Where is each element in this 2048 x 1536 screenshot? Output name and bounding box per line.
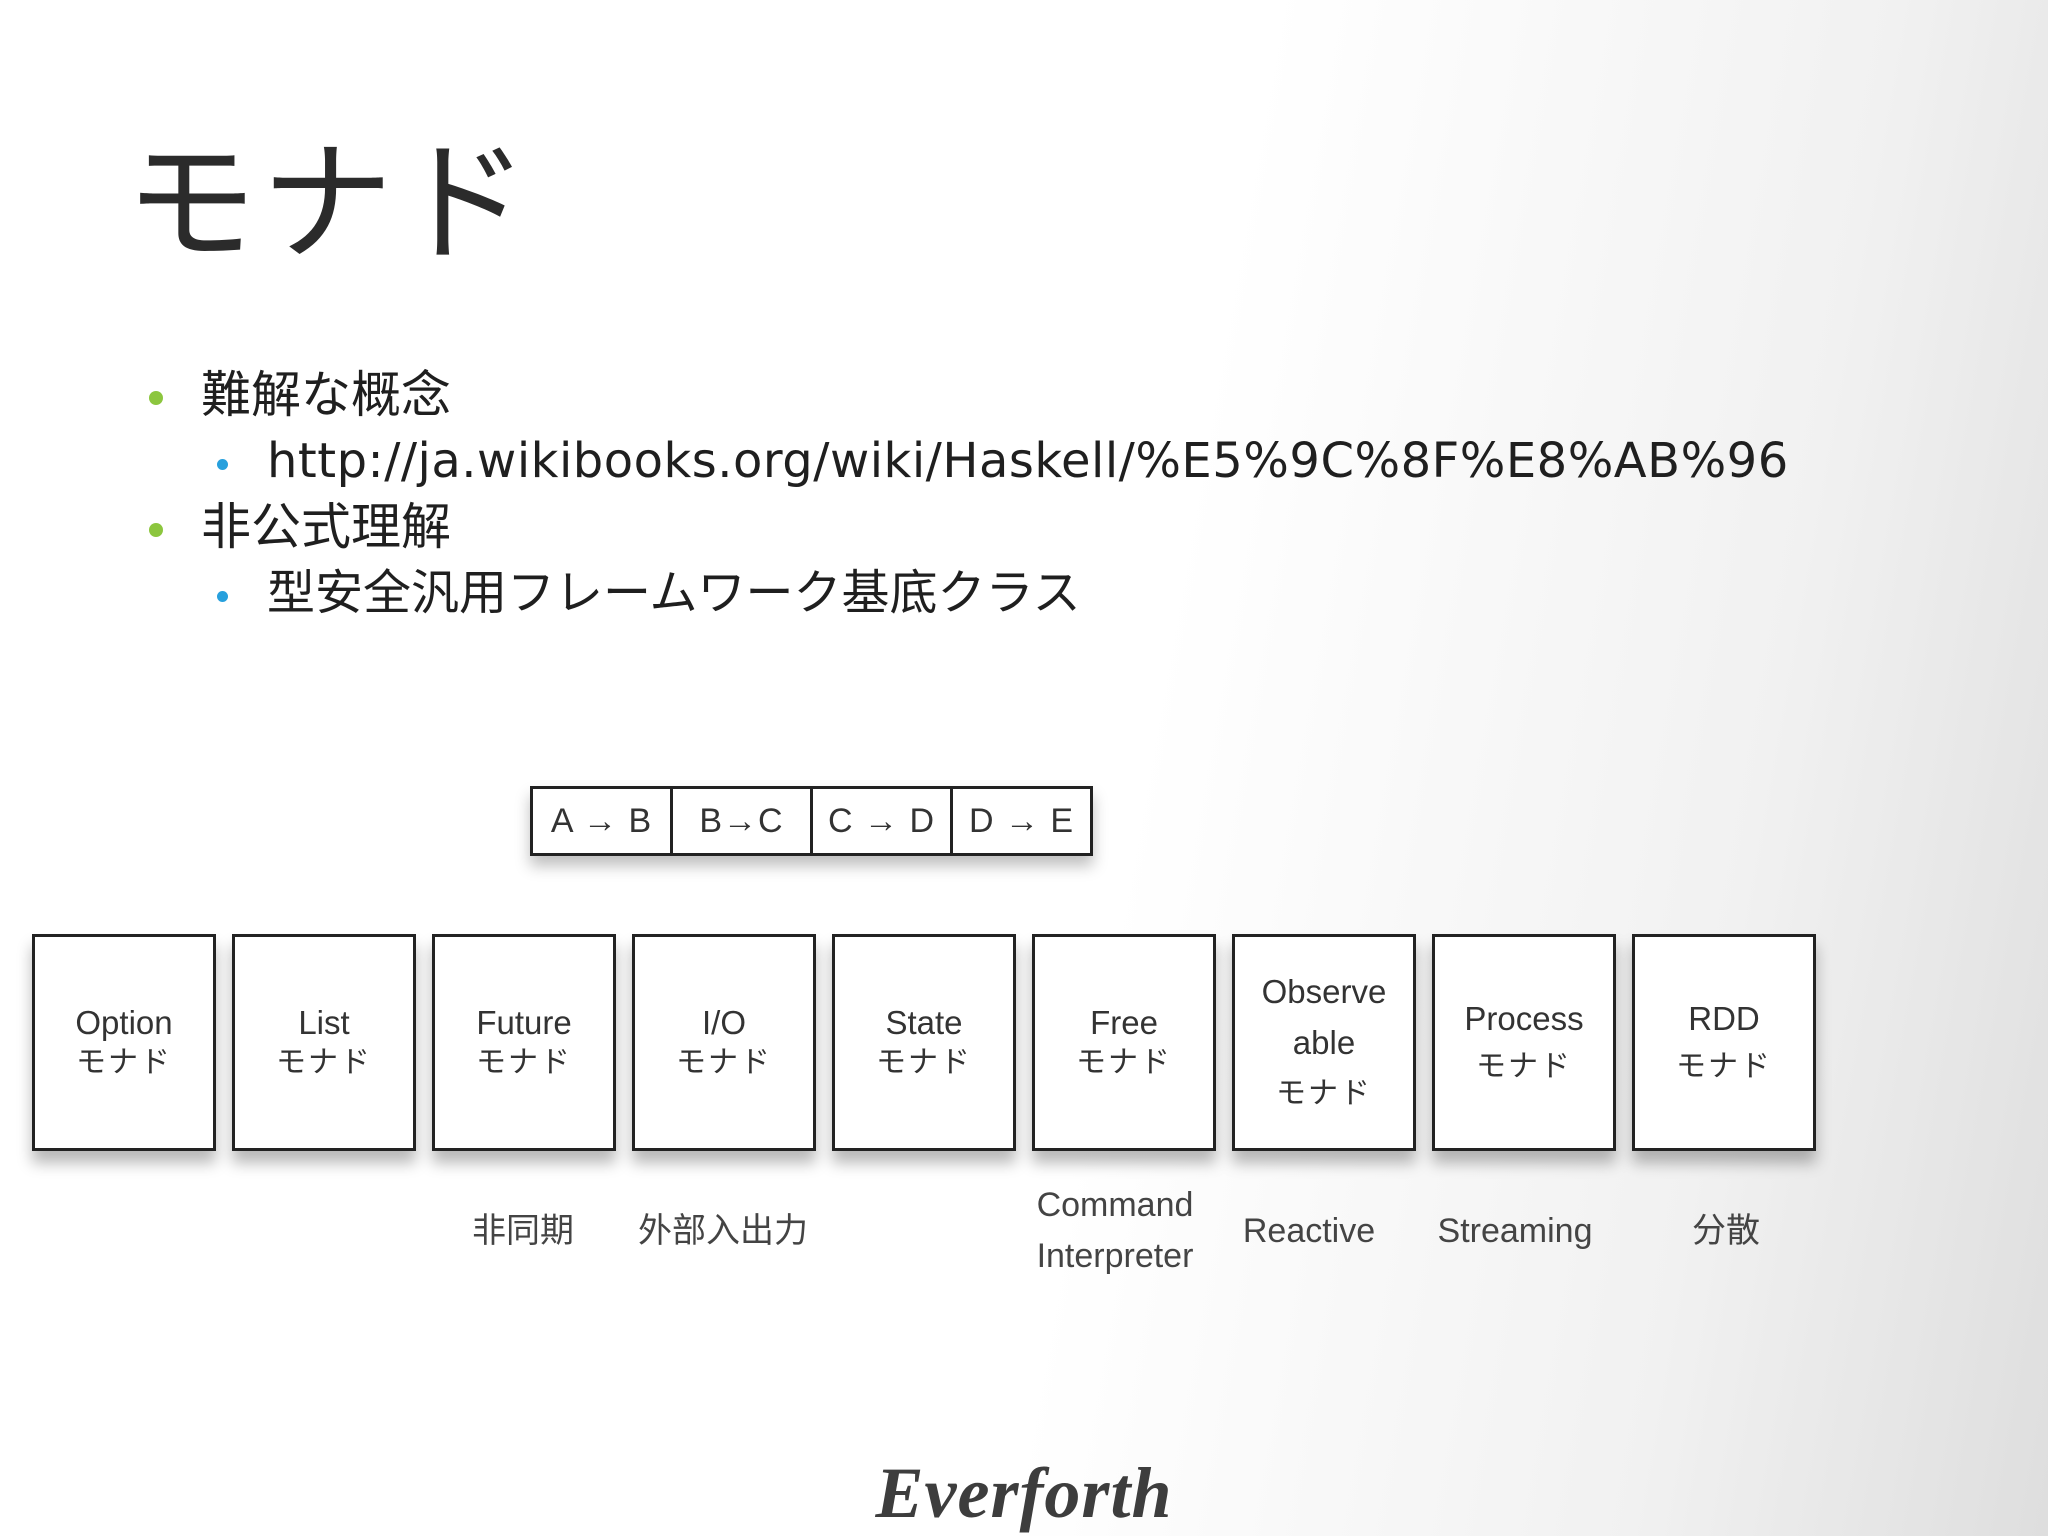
caption-free-line2: Interpreter (1036, 1237, 1194, 1275)
bullet-item: 非公式理解 (145, 494, 1789, 560)
monad-box-free: Free モナド (1032, 934, 1216, 1151)
monad-box-option: Option モナド (32, 934, 216, 1151)
monad-box-rdd: RDD モナド (1632, 934, 1816, 1151)
everforth-logo: Everforth (875, 1453, 1173, 1533)
bullet-item: 難解な概念 (145, 362, 1789, 428)
monad-name: Option (75, 1003, 173, 1041)
monad-name-line2: able (1292, 1024, 1356, 1061)
monad-kana: モナド (1476, 1048, 1572, 1084)
monad-box-observable: Observe able モナド (1232, 934, 1416, 1151)
function-chain: A → B B→C C → D D → E (530, 786, 1093, 856)
caption-rdd: 分散 (1692, 1212, 1760, 1250)
monad-name-line1: Observe (1261, 973, 1387, 1010)
bullet-text: 非公式理解 (201, 498, 451, 556)
monad-name: List (298, 1003, 350, 1041)
arrow-cell-d-e: D → E (968, 801, 1075, 840)
monad-box-io: I/O モナド (632, 934, 816, 1151)
monad-name: Free (1090, 1003, 1158, 1041)
monad-name: Future (476, 1003, 572, 1041)
arrow-cell-c-d: C → D (813, 789, 953, 853)
monad-box-state: State モナド (832, 934, 1016, 1151)
bullet-text: 難解な概念 (201, 366, 451, 424)
monad-name: State (885, 1003, 963, 1041)
monad-box-future: Future モナド (432, 934, 616, 1151)
arrow-cell-b-c: B→C (673, 789, 813, 853)
arrow-cell-a-b: A → B (533, 789, 673, 853)
monad-name: Process (1464, 999, 1584, 1037)
caption-process: Streaming (1437, 1212, 1593, 1250)
monad-kana: モナド (1076, 1044, 1172, 1080)
bullet-list: 難解な概念 http://ja.wikibooks.org/wiki/Haske… (145, 362, 1789, 626)
monad-name: RDD (1688, 999, 1760, 1037)
monad-kana: モナド (676, 1044, 772, 1080)
caption-observable: Reactive (1242, 1212, 1376, 1250)
sub-bullet-dot-icon (217, 591, 228, 602)
caption-io: 外部入出力 (638, 1212, 808, 1250)
monad-kana: モナド (1676, 1048, 1772, 1084)
bullet-dot-icon (149, 391, 163, 405)
monad-name: I/O (701, 1003, 746, 1041)
caption-future: 非同期 (472, 1212, 574, 1250)
monad-box-list: List モナド (232, 934, 416, 1151)
sub-bullet-item: 型安全汎用フレームワーク基底クラス (145, 560, 1789, 626)
sub-bullet-item: http://ja.wikibooks.org/wiki/Haskell/%E5… (145, 428, 1789, 494)
monad-kana: モナド (476, 1044, 572, 1080)
monad-kana: モナド (1276, 1076, 1372, 1111)
sub-bullet-text: 型安全汎用フレームワーク基底クラス (267, 565, 1081, 621)
wikibooks-link[interactable]: http://ja.wikibooks.org/wiki/Haskell/%E5… (267, 433, 1789, 489)
monad-kana: モナド (876, 1044, 972, 1080)
caption-free: Command Interpreter (1005, 1180, 1225, 1282)
monad-kana: モナド (76, 1044, 172, 1080)
caption-free-line1: Command (1036, 1186, 1194, 1224)
sub-bullet-dot-icon (217, 459, 228, 470)
monad-row: Option モナド List モナド Future モナド I/O モナド S… (32, 934, 1816, 1151)
monad-box-process: Process モナド (1432, 934, 1616, 1151)
monad-kana: モナド (276, 1044, 372, 1080)
bullet-dot-icon (149, 523, 163, 537)
slide-title: モナド (125, 127, 533, 281)
